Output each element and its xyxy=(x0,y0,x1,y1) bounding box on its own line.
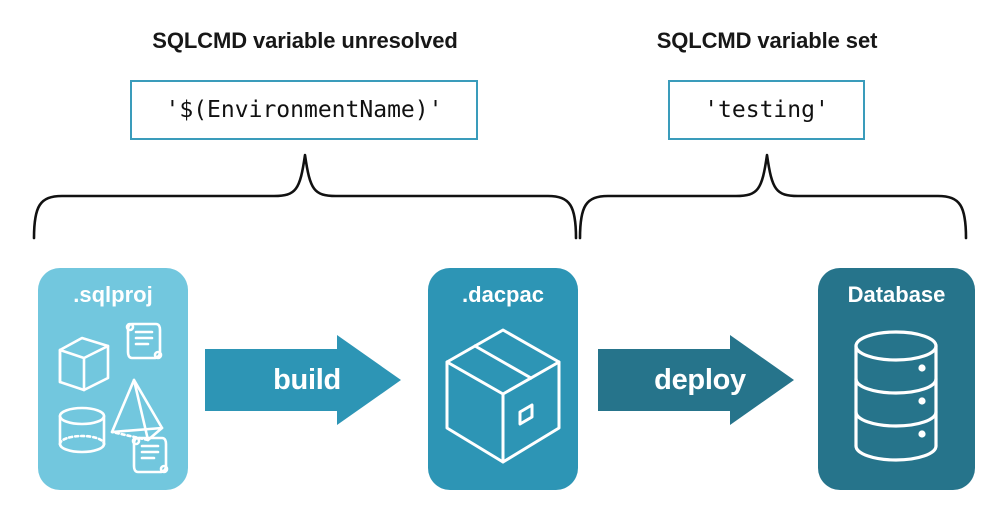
heading-sqlcmd-variable-unresolved: SQLCMD variable unresolved xyxy=(152,28,458,53)
card-sqlproj: .sqlproj xyxy=(38,268,188,490)
brace-left-icon xyxy=(32,153,578,240)
pyramid-icon xyxy=(110,378,164,442)
arrow-build-shape xyxy=(205,335,401,425)
package-box-icon xyxy=(445,328,561,464)
cylinder-icon xyxy=(58,406,106,454)
code-box-environment-name: '$(EnvironmentName)' xyxy=(130,80,478,140)
brace-right-icon xyxy=(578,153,968,240)
scroll-icon xyxy=(125,322,163,360)
heading-sqlcmd-variable-set: SQLCMD variable set xyxy=(656,28,878,53)
code-box-testing: 'testing' xyxy=(668,80,865,140)
arrow-deploy: deploy xyxy=(598,335,798,425)
database-status-dots xyxy=(918,364,926,438)
card-sqlproj-label: .sqlproj xyxy=(73,282,153,307)
card-database-label: Database xyxy=(847,282,946,307)
arrow-deploy-shape xyxy=(598,335,794,425)
sqlproj-artwork xyxy=(58,322,169,474)
scroll-icon xyxy=(131,436,169,474)
dacpac-artwork xyxy=(445,328,561,464)
arrow-build: build xyxy=(205,335,405,425)
database-cylinder-icon xyxy=(854,330,938,462)
card-database: Database xyxy=(818,268,975,490)
cube-icon xyxy=(58,336,110,392)
card-dacpac-label: .dacpac xyxy=(462,282,544,307)
database-artwork xyxy=(854,330,938,462)
card-dacpac: .dacpac xyxy=(428,268,578,490)
